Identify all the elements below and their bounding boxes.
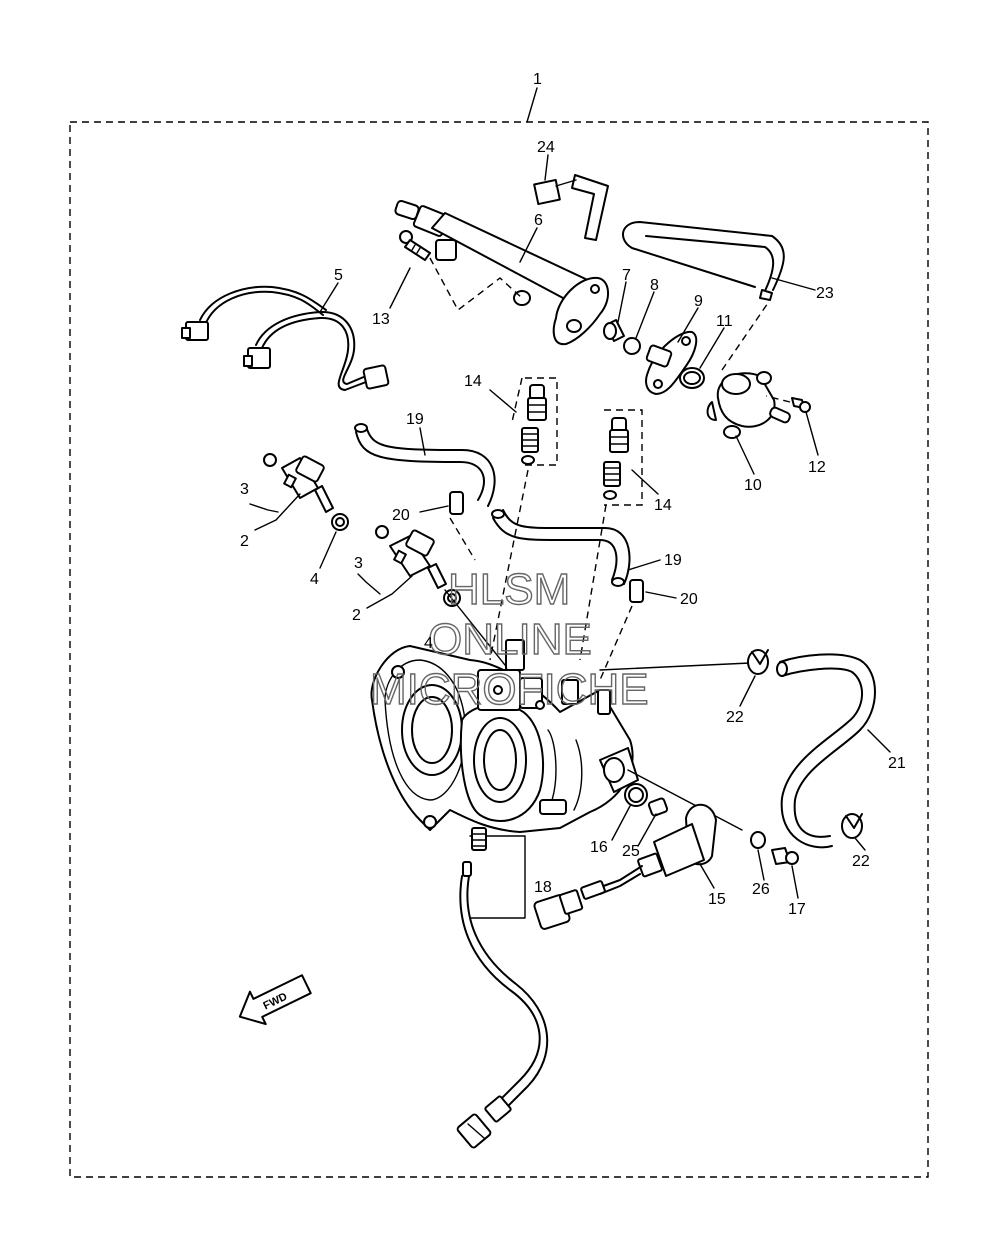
part-15-sensor — [533, 803, 717, 930]
watermark-line-1: HLSM — [448, 565, 570, 614]
part-16-o-ring — [624, 783, 648, 807]
callout-14-left: 14 — [464, 373, 482, 390]
part-25-collar — [647, 797, 669, 817]
callout-1: 1 — [533, 71, 542, 88]
part-19-hose-upper — [354, 423, 496, 507]
part-13-screw — [399, 230, 523, 312]
callout-15: 15 — [708, 891, 726, 908]
callout-5: 5 — [334, 267, 343, 284]
part-21-hose — [776, 653, 876, 849]
watermark: HLSM ONLINE MICROFICHE — [369, 564, 649, 714]
callout-9: 9 — [694, 293, 703, 310]
part-22-clamp-upper — [747, 649, 769, 675]
callout-19-lower: 19 — [664, 552, 682, 569]
part-2-injector-upper — [263, 453, 334, 513]
part-2-injector-lower — [375, 525, 447, 589]
callout-21: 21 — [888, 755, 906, 772]
part-9-plate — [645, 330, 698, 395]
part-7-joint — [603, 319, 625, 342]
callout-16: 16 — [590, 839, 608, 856]
callout-22-upper: 22 — [726, 709, 744, 726]
part-8-o-ring — [623, 337, 641, 355]
part-12-screw — [765, 395, 811, 413]
part-20-cap-right — [599, 579, 644, 681]
callout-20-right: 20 — [680, 591, 698, 608]
callout-26: 26 — [752, 881, 770, 898]
part-26-washer — [750, 831, 766, 849]
part-4-seal-upper — [331, 513, 349, 531]
callout-23: 23 — [816, 285, 834, 302]
callout-24: 24 — [537, 139, 555, 156]
fwd-arrow: FWD — [238, 974, 312, 1026]
part-10-pressure-regulator — [706, 299, 791, 439]
callout-2-lower: 2 — [352, 607, 361, 624]
part-19-hose-lower — [491, 509, 631, 587]
part-5-wire-harness — [181, 285, 390, 391]
callout-17: 17 — [788, 901, 806, 918]
part-20-cap-left — [449, 491, 476, 561]
part-17-screw — [771, 847, 799, 865]
watermark-line-3: MICROFICHE — [370, 665, 649, 714]
callout-22-lower: 22 — [852, 853, 870, 870]
callout-8: 8 — [650, 277, 659, 294]
leader-1 — [526, 87, 538, 123]
watermark-line-2: ONLINE — [428, 615, 592, 664]
part-11-o-ring — [679, 367, 705, 389]
callout-20-left: 20 — [392, 507, 410, 524]
leader-tps-axis — [627, 769, 743, 831]
part-14-valve-kit-left — [489, 377, 558, 661]
callout-25: 25 — [622, 843, 640, 860]
callout-labels: 1 24 6 23 5 13 7 8 9 11 14 19 3 2 20 4 3… — [240, 71, 906, 918]
callout-19-upper: 19 — [406, 411, 424, 428]
callout-leaders — [249, 154, 891, 899]
callout-3-upper: 3 — [240, 481, 249, 498]
throttle-body — [370, 639, 639, 833]
callout-7: 7 — [622, 267, 631, 284]
leader-hose-21 — [599, 662, 751, 671]
callout-13: 13 — [372, 311, 390, 328]
callout-18: 18 — [534, 879, 552, 896]
callout-4-lower: 4 — [424, 635, 433, 652]
callout-4-upper: 4 — [310, 571, 319, 588]
part-22-clamp-lower — [841, 813, 863, 839]
part-18-sensor-lead — [456, 827, 549, 1149]
callout-11: 11 — [716, 313, 733, 330]
callout-12: 12 — [808, 459, 826, 476]
callout-14-right: 14 — [654, 497, 672, 514]
part-24-clamp — [533, 174, 609, 241]
part-6-fuel-rail — [394, 199, 609, 346]
assembly-boundary — [69, 121, 929, 1178]
part-23-hose — [622, 221, 785, 301]
part-14-valve-kit-right — [579, 409, 643, 661]
callout-6: 6 — [534, 212, 543, 229]
callout-3-lower: 3 — [354, 555, 363, 572]
callout-10: 10 — [744, 477, 762, 494]
callout-2-upper: 2 — [240, 533, 249, 550]
